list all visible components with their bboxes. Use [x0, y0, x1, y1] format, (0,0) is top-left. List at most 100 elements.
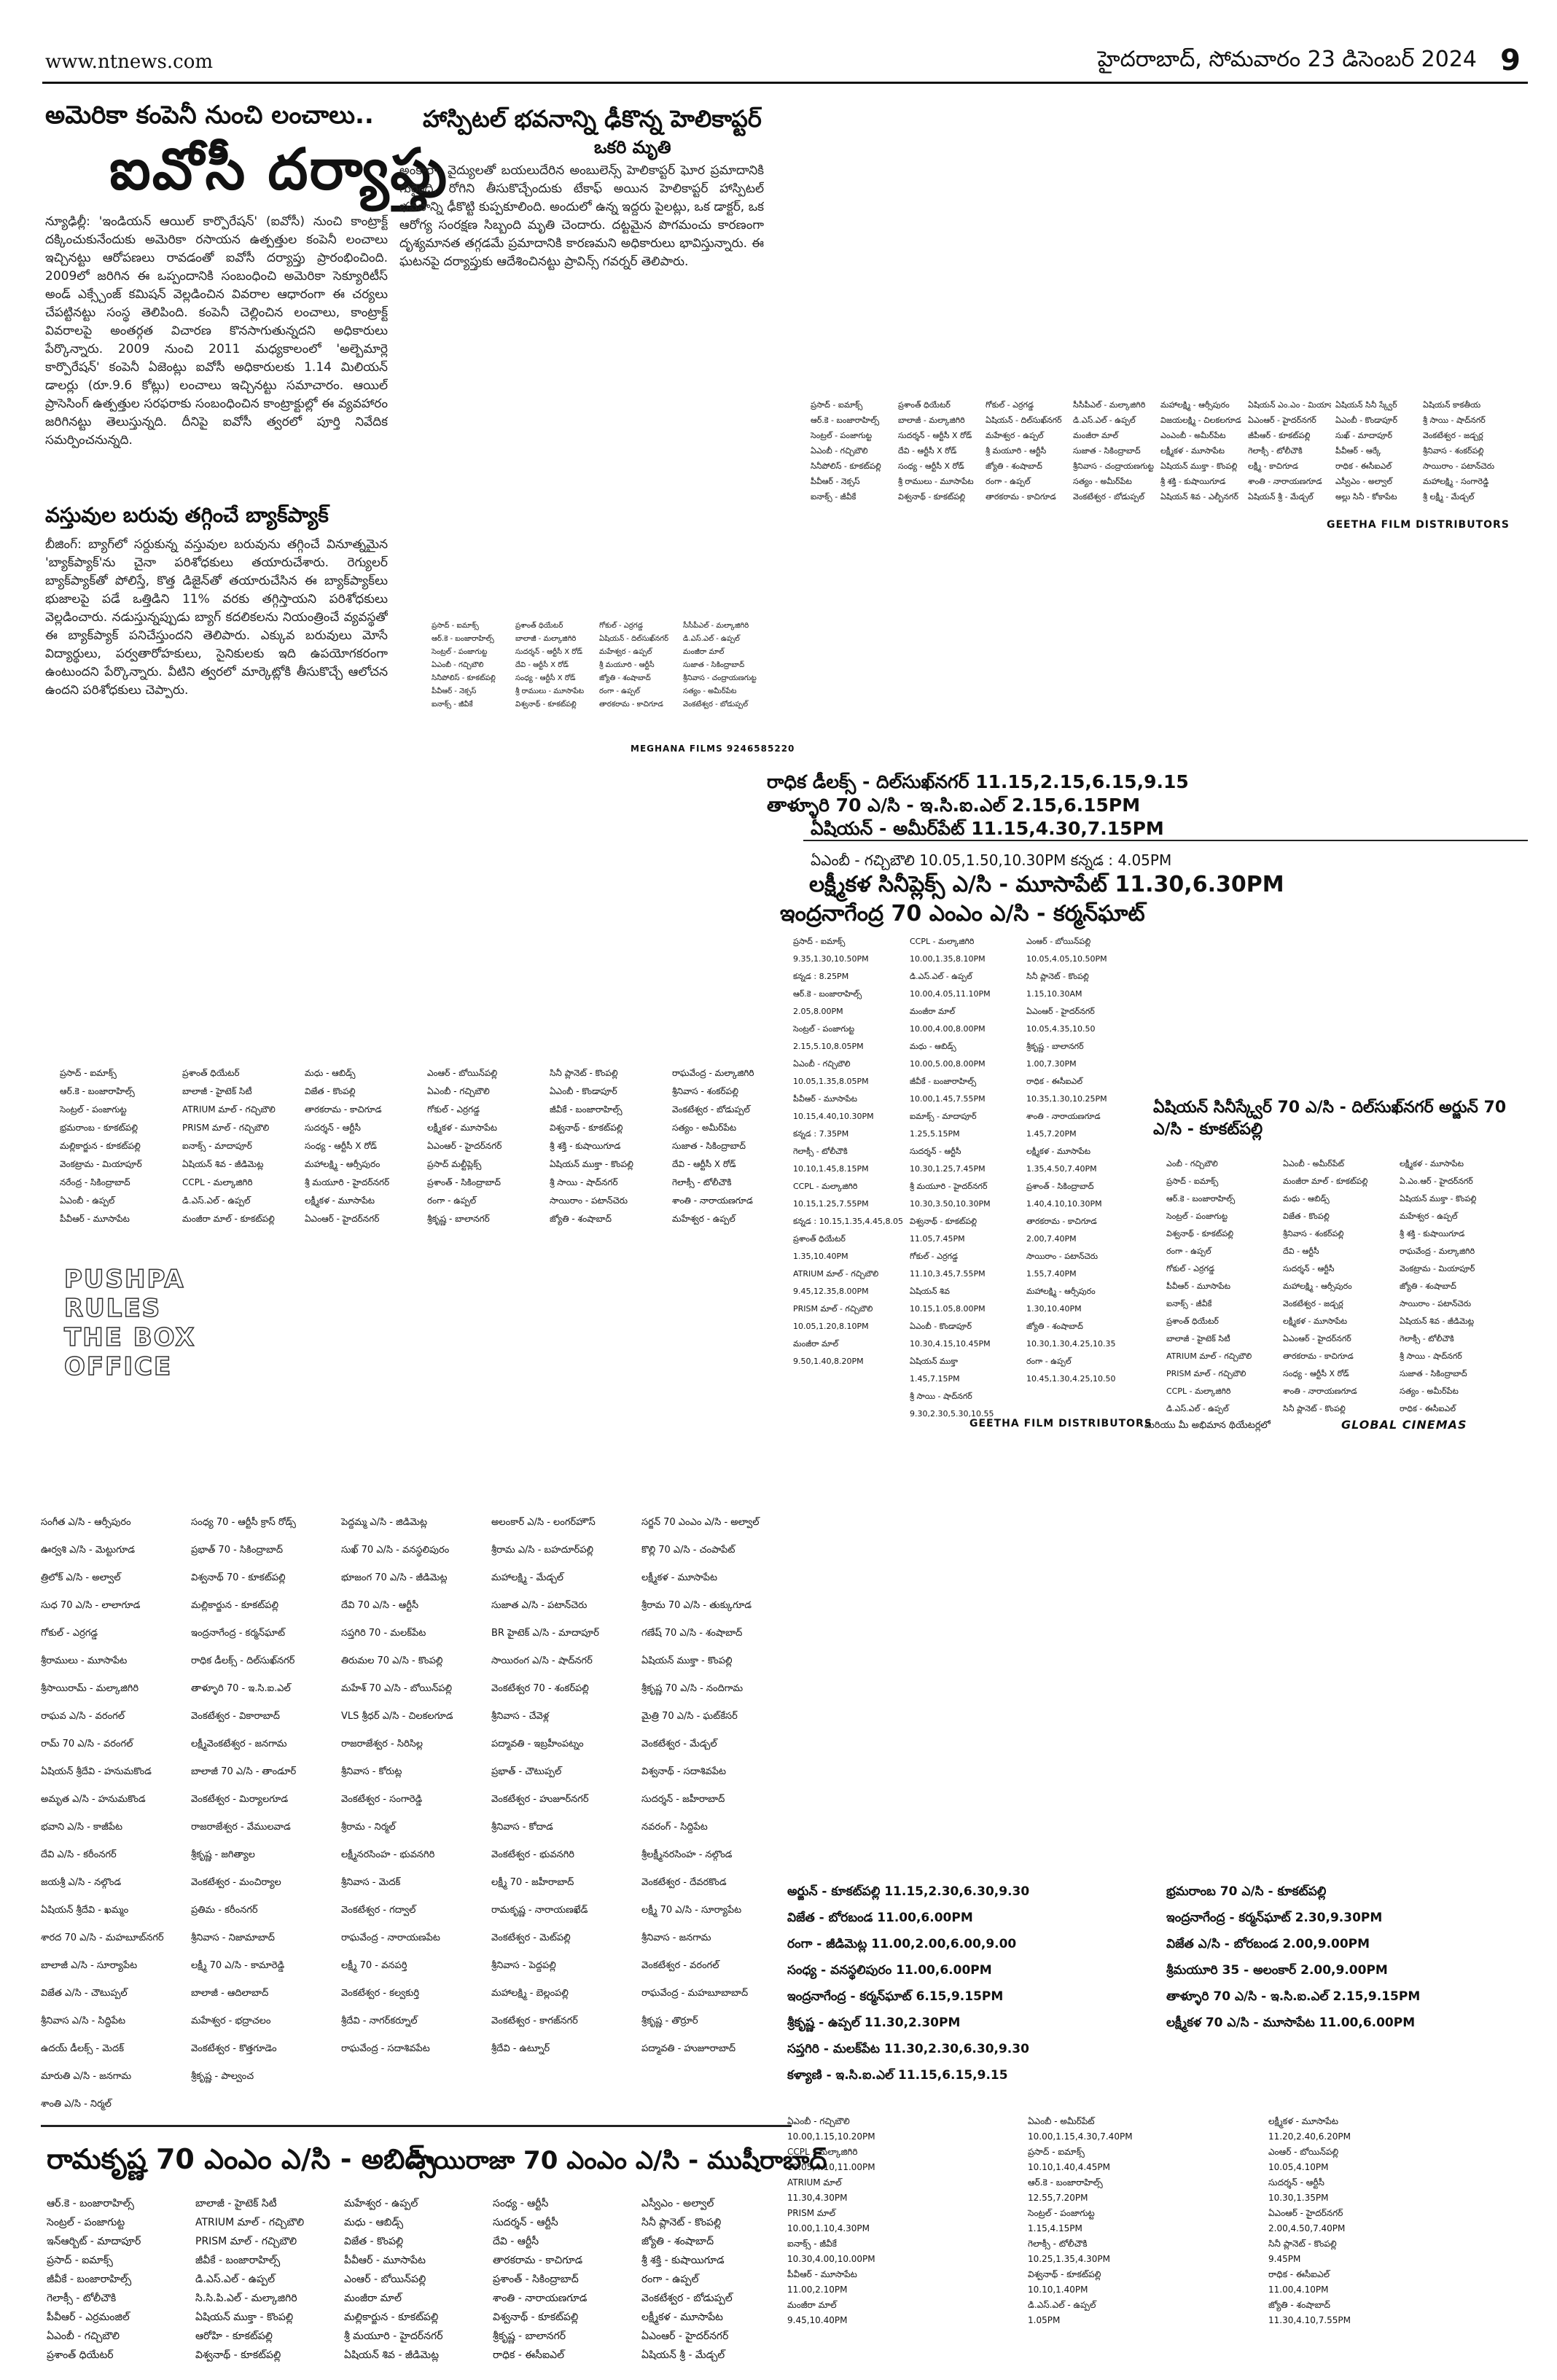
- top-listing-item: ఏషియన్ - దిల్‌సుఖ్‌నగర్: [986, 415, 1062, 425]
- article2-subhead: ఒకరి మృతి: [594, 137, 671, 157]
- theatre-item: రాధిక డీలక్స్ - దిల్‌సుఖ్‌నగర్: [191, 1655, 295, 1666]
- mid-listing-item: ఐనాక్స్ - మాదాపూర్: [182, 1141, 252, 1151]
- theatre-item: రాఘవ ఎ/సి - వరంగల్: [41, 1711, 125, 1722]
- footer-item: ఏఎంఆర్ - హైదర్‌నగర్: [641, 2330, 729, 2342]
- meghana-item: మంజీరా మాల్: [683, 648, 725, 656]
- showtime-item: 1.15,10.30AM: [1026, 989, 1082, 999]
- showtime-item: గోకుల్ - ఎర్రగడ్డ: [910, 1252, 959, 1261]
- footer-col: ఆర్.కె - బంజారాహిల్స్సెంట్రల్ - పంజాగుట్…: [47, 2194, 191, 2365]
- theatre-item: శ్రీకృష్ణ - పాల్వంచ: [191, 2071, 254, 2082]
- theatre-item: పద్మావతి - ఇబ్రహీంపట్నం: [491, 1739, 584, 1749]
- showtime-item: 1.45,7.20PM: [1026, 1129, 1077, 1139]
- mini-showtime-item: 2.00,4.50,7.40PM: [1268, 2223, 1346, 2233]
- meghana-credit: MEGHANA FILMS 9246585220: [631, 744, 795, 754]
- theatre-col: సంగీత ఎ/సి - ఆర్సీపురంఊర్వశి ఎ/సి - మెట్…: [41, 1509, 187, 2118]
- mid-listing-item: డి.ఎస్.ఎల్ - ఉప్పల్: [182, 1195, 251, 1206]
- showtime-item: 2.00,7.40PM: [1026, 1234, 1077, 1244]
- top-listing-item: వెంకటేశ్వర - బోడుప్పల్: [1073, 492, 1144, 502]
- mini-showtime-item: 9.45PM: [1268, 2254, 1301, 2264]
- theatre-item: వెంకటేశ్వర - కొత్తగూడెం: [191, 2043, 277, 2054]
- showtime-item: 10.30,1.30,4.25,10.35: [1026, 1339, 1116, 1349]
- top-listing-item: వెంకటేశ్వర - జడ్చర్ల: [1423, 431, 1483, 440]
- showtime-item: 10.30,4.15,10.45PM: [910, 1339, 991, 1349]
- mini-showtime-item: ఏఎంబీ - అమీర్‌పేట్: [1028, 2116, 1095, 2126]
- showtime-item: 9.30,2.30,5.30,10.55: [910, 1409, 994, 1419]
- showtime-item: 10.05,4.05,10.50PM: [1026, 954, 1107, 964]
- theatre-item: వెంకటేశ్వర - సంగారెడ్డి: [341, 1794, 423, 1805]
- showtime-item: మధు - ఆబిడ్స్: [910, 1042, 956, 1051]
- showtime-item: 1.30,10.40PM: [1026, 1304, 1082, 1314]
- global-item: సత్యం - అమీర్‌పేట: [1400, 1386, 1459, 1396]
- theatre-item: సప్తగిరి 70 - మలక్‌పేట: [341, 1628, 426, 1639]
- footer-item: ఏఎంబీ - గచ్చిబౌలి: [47, 2330, 120, 2342]
- showtime-item: 10.30,1.25,7.45PM: [910, 1164, 986, 1174]
- showtime-item: జీవీకే - బంజారాహిల్స్: [910, 1077, 977, 1086]
- showtime-item: జ్యోతి - శంషాబాద్: [1026, 1322, 1083, 1331]
- mid-listing-item: తారకరామ - కాచిగూడ: [305, 1104, 382, 1115]
- theatre-item: గోకుల్ - ఎర్రగడ్డ: [41, 1628, 98, 1639]
- meghana-item: ఐనాక్స్ - జీవీకే: [432, 701, 473, 709]
- footer-item: దేవి - ఆర్టీసీ: [493, 2236, 539, 2247]
- mid-listing-col: ఎంఆర్ - బోయిన్‌పల్లిఏఎంబీ - గచ్చిబౌలిగోక…: [427, 1064, 545, 1228]
- top-listing-item: ప్రశాంత్ ధియేటర్: [898, 400, 951, 410]
- meghana-item: బాలాజీ - మల్కాజిగిరి: [515, 635, 577, 643]
- theatre-item: వెంకటేశ్వర - దేవరకొండ: [641, 1877, 727, 1888]
- top-listing-item: ఆర్.కె - బంజారాహిల్స్: [811, 415, 880, 425]
- mini-showtime-item: లక్ష్మీకళ - మూసాపేట: [1268, 2116, 1338, 2126]
- top-listing-item: జ్యోతి - శంషాబాద్: [986, 461, 1042, 471]
- footer-item: జీవీకే - బంజారాహిల్స్: [195, 2255, 281, 2266]
- theatre-item: పెద్దమ్మ ఎ/సి - జిడిమెట్ల: [341, 1517, 427, 1528]
- theatre-item: జయశ్రీ ఎ/సి - నల్గొండ: [41, 1877, 122, 1888]
- theatre-item: VLS శ్రీధర్ ఎ/సి - చిలకలగూడ: [341, 1711, 453, 1722]
- showtime-item: 1.00,7.30PM: [1026, 1059, 1077, 1069]
- mid-listing-item: మహాలక్ష్మి - ఆర్సీపురం: [305, 1159, 381, 1169]
- mid-listing-item: గెలాక్సీ - టోలీచౌకి: [672, 1177, 732, 1187]
- theatre-item: వెంకటేశ్వర - వికారాబాద్: [191, 1711, 280, 1722]
- top-listing-col: సీసీపీఎల్ - మల్కాజిగిరిడి.ఎస్.ఎల్ - ఉప్ప…: [1073, 397, 1156, 504]
- theatre-item: భూజంగ 70 ఎ/సి - జీడిమెట్ల: [341, 1572, 448, 1583]
- mini-showtime-item: డి.ఎస్.ఎల్ - ఉప్పల్: [1028, 2300, 1096, 2310]
- article3-body: బీజింగ్: బ్యాగ్‌లో సర్దుకున్న వస్తువుల బ…: [45, 537, 388, 698]
- theatre-item: శ్రీదేవి - నాగర్‌కర్నూల్: [341, 2016, 418, 2026]
- top-listing-item: సుజాత - సికింద్రాబాద్: [1073, 446, 1141, 456]
- footer-item: సుదర్శన్ - ఆర్టీసీ: [493, 2217, 558, 2228]
- showtime-item: విశ్వనాథ్ - కూకట్‌పల్లి: [910, 1217, 977, 1226]
- theatre-item: శ్రీనివాస - పెద్దపల్లి: [491, 1960, 556, 1971]
- global-item: PRISM మాల్ - గచ్చిబౌలి: [1166, 1369, 1246, 1378]
- top-listing-col: ఏషియన్ సినీ స్క్వేర్ఏఎంబీ - కొండాపూర్సుఖ…: [1335, 397, 1419, 504]
- mini-showtime-item: 11.00,4.10PM: [1268, 2285, 1329, 2295]
- footer-item: PRISM మాల్ - గచ్చిబౌలి: [195, 2236, 297, 2247]
- global-item: సుజాత - సికింద్రాబాద్: [1400, 1369, 1467, 1378]
- mini-showtime-item: 10.05,4.10,11.00PM: [787, 2162, 875, 2172]
- mid-listing-item: వెంకటేశ్వర - బోడుప్పల్: [672, 1104, 750, 1115]
- showtime-item: ఐమాక్స్ - మాదాపూర్: [910, 1112, 977, 1121]
- meghana-item: శ్రీ రాములు - మూసాపేట: [515, 687, 585, 695]
- site-url[interactable]: www.ntnews.com: [45, 51, 214, 73]
- top-listing-item: ఏషియన్ కాకతీయ: [1423, 400, 1481, 410]
- mini-showtime-item: 10.10,1.40PM: [1028, 2285, 1088, 2295]
- global-item: సాయిరాం - పటాన్‌చెరు: [1400, 1299, 1472, 1308]
- global-item: పీవీఆర్ - మూసాపేట: [1166, 1281, 1230, 1291]
- mid-listing-col: సినీ ప్లానెట్ - కొంపల్లిఏఎంబీ - కొండాపూర…: [550, 1064, 668, 1228]
- footer-item: ఇన్‌ఆర్బిట్ - మాదాపూర్: [47, 2236, 141, 2247]
- global-item: ఐనాక్స్ - జీవీకే: [1166, 1299, 1212, 1308]
- global-item: దేవి - ఆర్టీసీ: [1283, 1246, 1319, 1256]
- showtime-item: 10.05,1.35,8.05PM: [793, 1077, 869, 1086]
- top-listing-item: మహాలక్ష్మి - సంగారెడ్డి: [1423, 477, 1489, 486]
- theatre-item: ప్రభాత్ 70 - సికింద్రాబాద్: [191, 1545, 284, 1556]
- theatre-item: విజేత ఎ/సి - చౌటుప్పల్: [41, 1988, 128, 1999]
- mini-showtime-item: జ్యోతి - శంషాబాద్: [1268, 2300, 1330, 2310]
- global-item: ప్రసాద్ - ఐమాక్స్: [1166, 1177, 1219, 1186]
- theatre-item: శ్రీరామ ఎ/సి - బహదూర్‌పల్లి: [491, 1545, 594, 1556]
- top-listing-item: పీవీఆర్ - ఆర్కే: [1335, 446, 1381, 456]
- showtime-item: సెంట్రల్ - పంజాగుట్ట: [793, 1024, 855, 1034]
- mini-showtime-item: 11.30,4.10,7.55PM: [1268, 2315, 1351, 2325]
- showtime-item: రాధిక - ఈసీఐఎల్: [1026, 1077, 1083, 1086]
- showtime-item: 2.15,5.10,8.05PM: [793, 1042, 864, 1051]
- theatre-item: వెంకటేశ్వర - కల్వకుర్తి: [341, 1988, 420, 1999]
- footer-item: ఎస్వీఎం - అల్వాల్: [641, 2198, 714, 2209]
- showtime-item: ప్రశాంత్ ధియేటర్: [793, 1234, 846, 1244]
